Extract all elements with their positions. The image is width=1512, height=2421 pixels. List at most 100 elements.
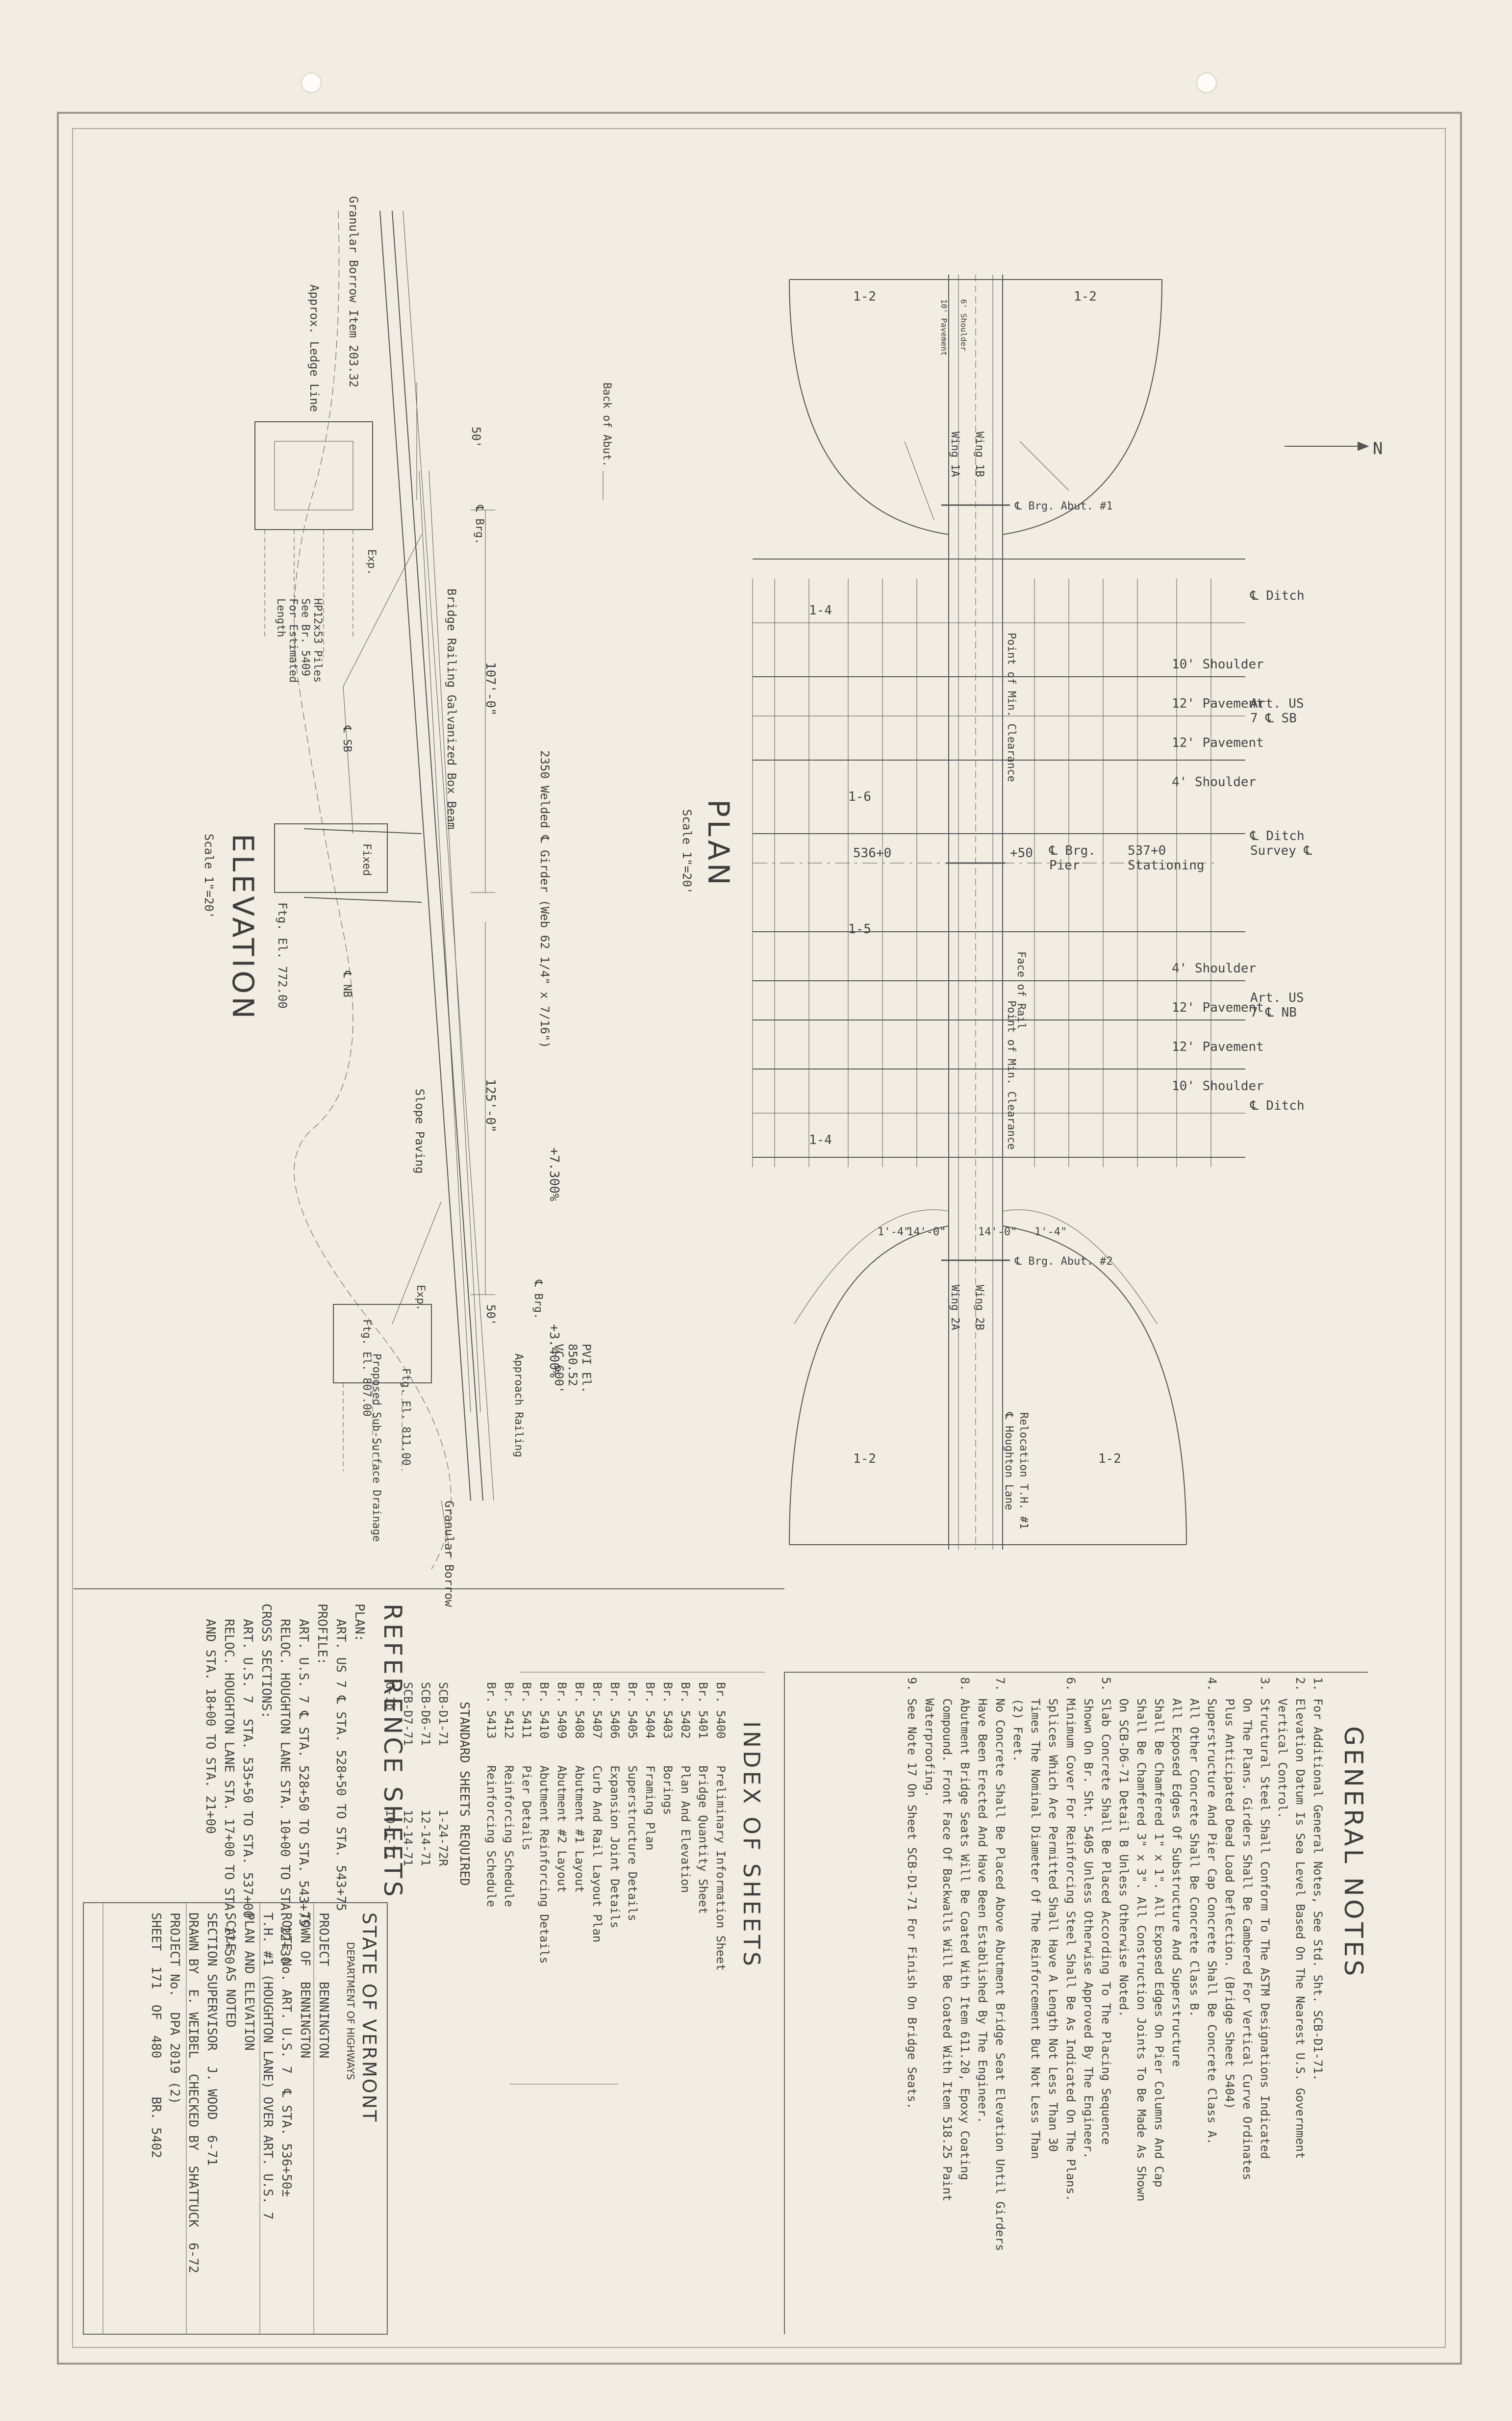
elev-approx-ledge: Approx. Ledge Line	[307, 284, 321, 412]
index-row-title: Reinforcing Schedule	[484, 1765, 498, 1907]
general-note-line: 1. For Additional General Notes, See Std…	[1311, 1677, 1325, 2081]
standard-sheet-row-number: SCB-D6-71	[419, 1682, 432, 1746]
index-row-number: Br. 5413	[484, 1682, 498, 1739]
index-row: Br. 5407Curb And Rail Layout Plan	[588, 1682, 606, 1971]
plan-brg-abut1: ℄ Brg. Abut. #1	[1015, 500, 1113, 512]
elev-back-abut: Back of Abut.	[601, 382, 613, 467]
plan-wing-1b: Wing 1B	[973, 432, 985, 477]
index-row: Br. 5404Framing Plan	[641, 1682, 659, 1971]
elev-girder: 2350 Welded ℄ Girder (Web 62 1/4" x 7/16…	[538, 750, 552, 1048]
reference-line: ART. US 7 ℄ STA. 528+50 TO STA. 543+75	[333, 1604, 348, 1911]
general-note-line: Shown On Br. Sht. 5405 Unless Otherwise …	[1082, 1677, 1095, 2159]
elev-exp-2: Exp.	[414, 1285, 427, 1311]
plan-point-clearance-2: Point of Min. Clearance	[1005, 1000, 1017, 1150]
general-note-line: 6. Minimum Cover For Reinforcing Steel S…	[1064, 1677, 1078, 2202]
index-row: Br. 5403Borings	[659, 1682, 677, 1971]
index-row: Br. 5409Abutment #2 Layout	[553, 1682, 571, 1971]
elev-grade-1: +7.300%	[547, 1147, 561, 1201]
index-row-title: Abutment #1 Layout	[573, 1765, 586, 1893]
title-block-line: PROJECT No. DPA 2019 (2)	[167, 1912, 182, 2105]
general-note-line: On SCB-D6-71 Detail B Unless Otherwise N…	[1117, 1677, 1131, 2017]
general-note-line: Shall Be Chamfered 1" x 1". All Exposed …	[1152, 1677, 1166, 2188]
reference-line: CROSS SECTIONS:	[259, 1604, 274, 1719]
index-row-number: Br. 5407	[590, 1682, 604, 1739]
index-of-sheets: INDEX OF SHEETS Br. 5400Preliminary Info…	[381, 1682, 765, 1971]
plan-slope-14-bottom: 1-4	[809, 1133, 832, 1147]
index-row: Br. 5401Bridge Quantity Sheet	[694, 1682, 712, 1971]
index-row-title: Borings	[661, 1765, 675, 1815]
index-row: Br. 5405Superstructure Details	[624, 1682, 641, 1971]
elev-exp-1: Exp.	[365, 549, 378, 575]
plan-slope-16: 1-6	[848, 790, 871, 804]
outer-border	[57, 112, 1462, 2365]
plan-pavement-12-c: 12' Pavement	[1172, 1000, 1264, 1015]
plan-survey-label: ℄ Ditch Survey ℄	[1250, 829, 1312, 858]
elevation-title: ELEVATION	[226, 834, 260, 1022]
elev-piles: HP12x53 Piles See Br. 5409 For Estimated…	[275, 598, 324, 683]
title-block-line: DRAWN BY E. WEIBEL CHECKED BY SHATTUCK 6…	[186, 1912, 201, 2273]
general-notes-heading: GENERAL NOTES	[1338, 1726, 1368, 1979]
index-row-number: Br. 5401	[696, 1682, 710, 1739]
general-note-line: Waterproofing.	[923, 1677, 936, 1798]
elev-slope-paving: Slope Paving	[413, 1089, 427, 1174]
index-row-number: Br. 5400	[714, 1682, 728, 1739]
elev-sb: ℄ SB	[341, 726, 353, 752]
plan-art-us7-sb: Art. US 7 ℄ SB	[1250, 696, 1304, 726]
title-block-line: PLAN AND ELEVATION	[242, 1912, 256, 2051]
index-row-title: Framing Plan	[643, 1765, 657, 1851]
plan-ditch-label-2: ℄ Ditch	[1250, 1098, 1305, 1113]
reference-line: PLAN:	[352, 1604, 367, 1642]
elev-granular-borrow: Granular Borrow	[442, 1501, 456, 1607]
general-note-line: Plus Anticipated Dead Load Deflection. (…	[1223, 1677, 1236, 2110]
elev-dim-50-b: 50'	[484, 1304, 498, 1326]
index-row: Br. 5402Plan And Elevation	[677, 1682, 694, 1971]
index-row-title: Expansion Joint Details	[608, 1765, 622, 1929]
title-block: STATE OF VERMONT DEPARTMENT OF HIGHWAYS …	[147, 1912, 380, 2273]
standard-sheet-row-title: 1-24-72R	[436, 1809, 450, 1866]
plan-brg-abut2: ℄ Brg. Abut. #2	[1015, 1255, 1113, 1268]
elev-dim-50-a: 50'	[469, 427, 483, 448]
elev-sub-surface: Proposed Sub-Surface Drainage	[370, 1353, 382, 1542]
plan-dim-14-right: 14'-0"	[978, 1226, 1017, 1238]
elev-brg-2: ℄ Brg.	[532, 1280, 544, 1320]
index-row-number: Br. 5411	[520, 1682, 533, 1739]
plan-wing-2a: Wing 2A	[949, 1285, 961, 1330]
reference-line: ART. U.S. 7 ℄ STA. 528+50 TO STA. 543+75	[296, 1604, 311, 1927]
index-row-number: Br. 5406	[608, 1682, 622, 1739]
plan-shoulder-4-bottom: 4' Shoulder	[1172, 961, 1257, 976]
elevation-scale: Scale 1"=20'	[202, 834, 216, 919]
plan-shoulder-10-top: 10' Shoulder	[1172, 657, 1264, 672]
plan-ditch-label-1: ℄ Ditch	[1250, 588, 1305, 603]
general-note-line: 7. No Concrete Shall Be Placed Above Abu…	[993, 1677, 1007, 2251]
plan-slope-15: 1-5	[848, 922, 871, 937]
index-row-title: Abutment Reinforcing Details	[537, 1765, 551, 1964]
index-row-number: Br. 5402	[679, 1682, 692, 1739]
plan-brg-pier: ℄ Brg. Pier	[1049, 843, 1096, 873]
notes-frames	[74, 1588, 1368, 2335]
index-row-title: Bridge Quantity Sheet	[696, 1765, 710, 1914]
index-row-number: Br. 5404	[643, 1682, 657, 1739]
title-block-line: TOWN OF BENNINGTON	[298, 1912, 312, 2059]
elev-fixed: Fixed	[360, 843, 373, 876]
general-note-line: 3. Structural Steel Shall Conform To The…	[1258, 1677, 1272, 2159]
plan-point-clearance-1: Point of Min. Clearance	[1005, 633, 1017, 782]
elev-bridge-railing: Bridge Railing Galvanized Box Beam	[445, 588, 458, 830]
plan-pavement-12-d: 12' Pavement	[1172, 1040, 1264, 1054]
general-note-line: 5. Slab Concrete Shall Be Placed Accordi…	[1099, 1677, 1113, 2145]
standard-sheet-row: SCB-D6-71 12-14-71	[417, 1682, 434, 1971]
standard-sheet-row-title: 12-14-71	[419, 1809, 432, 1866]
title-department: DEPARTMENT OF HIGHWAYS	[345, 1942, 356, 2080]
plan-dim-14-left: 14'-0"	[907, 1226, 946, 1238]
elev-nb: ℄ NB	[341, 971, 353, 997]
general-note-line: On The Plans. Girders Shall Be Cambered …	[1240, 1677, 1254, 2180]
index-row: Br. 5400Preliminary Information Sheet	[712, 1682, 730, 1971]
standard-sheet-row: SCB-D1-711-24-72R	[434, 1682, 452, 1971]
elev-brg-1: ℄ Brg.	[473, 505, 485, 545]
general-note-line: Have Been Erected And Have Been Establis…	[976, 1677, 989, 2124]
reference-line: PROFILE:	[315, 1604, 329, 1665]
plan-dim-1-4-left: 1'-4"	[878, 1226, 910, 1238]
title-block-line: T.H. #1 (HOUGHTON LANE) OVER ART. U.S. 7	[260, 1912, 275, 2220]
index-row: Br. 5413Reinforcing Schedule	[482, 1682, 500, 1971]
